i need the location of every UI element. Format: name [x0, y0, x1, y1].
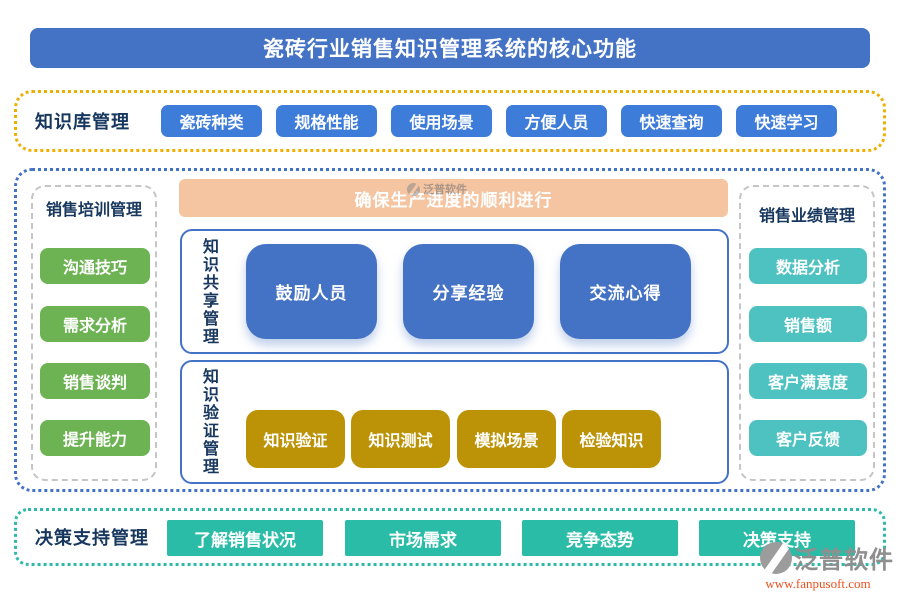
- kb-item-usage-scenarios: 使用场景: [391, 105, 492, 137]
- training-item-negotiation: 销售谈判: [40, 363, 150, 399]
- section-decision-support: 决策支持管理 了解销售状况 市场需求 竞争态势 决策支持: [14, 508, 886, 566]
- fanpu-logo-icon: [760, 541, 792, 574]
- banner-watermark-text: 泛普软件: [423, 184, 467, 196]
- fanpu-logo: 泛普软件 www.fanpusoft.com: [742, 540, 894, 592]
- verification-item-verify: 知识验证: [246, 410, 345, 468]
- performance-item-data-analysis: 数据分析: [749, 248, 867, 284]
- fanpu-url: www.fanpusoft.com: [765, 576, 871, 591]
- sales-training-label: 销售培训管理: [45, 202, 142, 219]
- knowledge-sharing-label: 知识共享管理: [200, 237, 217, 346]
- section-middle: 销售培训管理 沟通技巧 需求分析 销售谈判 提升能力 泛普软件 确保生产进度的顺…: [14, 168, 886, 492]
- knowledge-base-label: 知识库管理: [35, 112, 130, 132]
- decision-support-label: 决策支持管理: [35, 528, 149, 548]
- fanpu-brand-name: 泛普软件: [794, 547, 894, 574]
- panel-sales-performance: 销售业绩管理 数据分析 销售额 客户满意度 客户反馈: [739, 185, 875, 481]
- verification-item-simulate: 模拟场景: [457, 410, 556, 468]
- kb-item-spec-performance: 规格性能: [276, 105, 377, 137]
- decision-item-competitive-landscape: 竞争态势: [522, 520, 678, 556]
- banner-watermark: 泛普软件: [407, 181, 467, 197]
- sales-performance-label: 销售业绩管理: [758, 208, 855, 225]
- decision-item-market-demand: 市场需求: [345, 520, 501, 556]
- banner: 泛普软件 确保生产进度的顺利进行: [179, 179, 728, 217]
- verification-item-test: 知识测试: [351, 410, 450, 468]
- section-knowledge-base: 知识库管理 瓷砖种类 规格性能 使用场景 方便人员 快速查询 快速学习: [14, 90, 886, 152]
- decision-item-sales-status: 了解销售状况: [167, 520, 323, 556]
- kb-item-quick-search: 快速查询: [621, 105, 722, 137]
- panel-knowledge-sharing: 知识共享管理 鼓励人员 分享经验 交流心得: [180, 229, 729, 354]
- training-item-capability: 提升能力: [40, 420, 150, 456]
- performance-item-customer-satisfaction: 客户满意度: [749, 363, 867, 399]
- banner-text: 确保生产进度的顺利进行: [354, 190, 553, 210]
- performance-item-sales-volume: 销售额: [749, 306, 867, 342]
- kb-item-convenient-staff: 方便人员: [506, 105, 607, 137]
- sharing-item-exchange-insights: 交流心得: [560, 244, 691, 339]
- fanpu-logo-row: 泛普软件: [742, 540, 894, 575]
- training-item-demand-analysis: 需求分析: [40, 306, 150, 342]
- training-item-communication: 沟通技巧: [40, 248, 150, 284]
- verification-item-check: 检验知识: [562, 410, 661, 468]
- sharing-item-encourage-staff: 鼓励人员: [246, 244, 377, 339]
- page-title: 瓷砖行业销售知识管理系统的核心功能: [30, 28, 870, 68]
- knowledge-base-items: 瓷砖种类 规格性能 使用场景 方便人员 快速查询 快速学习: [161, 105, 837, 137]
- fanpu-watermark-icon: [407, 182, 420, 196]
- kb-item-quick-learning: 快速学习: [736, 105, 837, 137]
- panel-sales-training: 销售培训管理 沟通技巧 需求分析 销售谈判 提升能力: [31, 185, 157, 481]
- performance-item-customer-feedback: 客户反馈: [749, 420, 867, 456]
- sharing-item-share-experience: 分享经验: [403, 244, 534, 339]
- knowledge-verification-label: 知识验证管理: [200, 368, 217, 476]
- kb-item-tile-types: 瓷砖种类: [161, 105, 262, 137]
- panel-knowledge-verification: 知识验证管理 知识验证 知识测试 模拟场景 检验知识: [180, 360, 729, 484]
